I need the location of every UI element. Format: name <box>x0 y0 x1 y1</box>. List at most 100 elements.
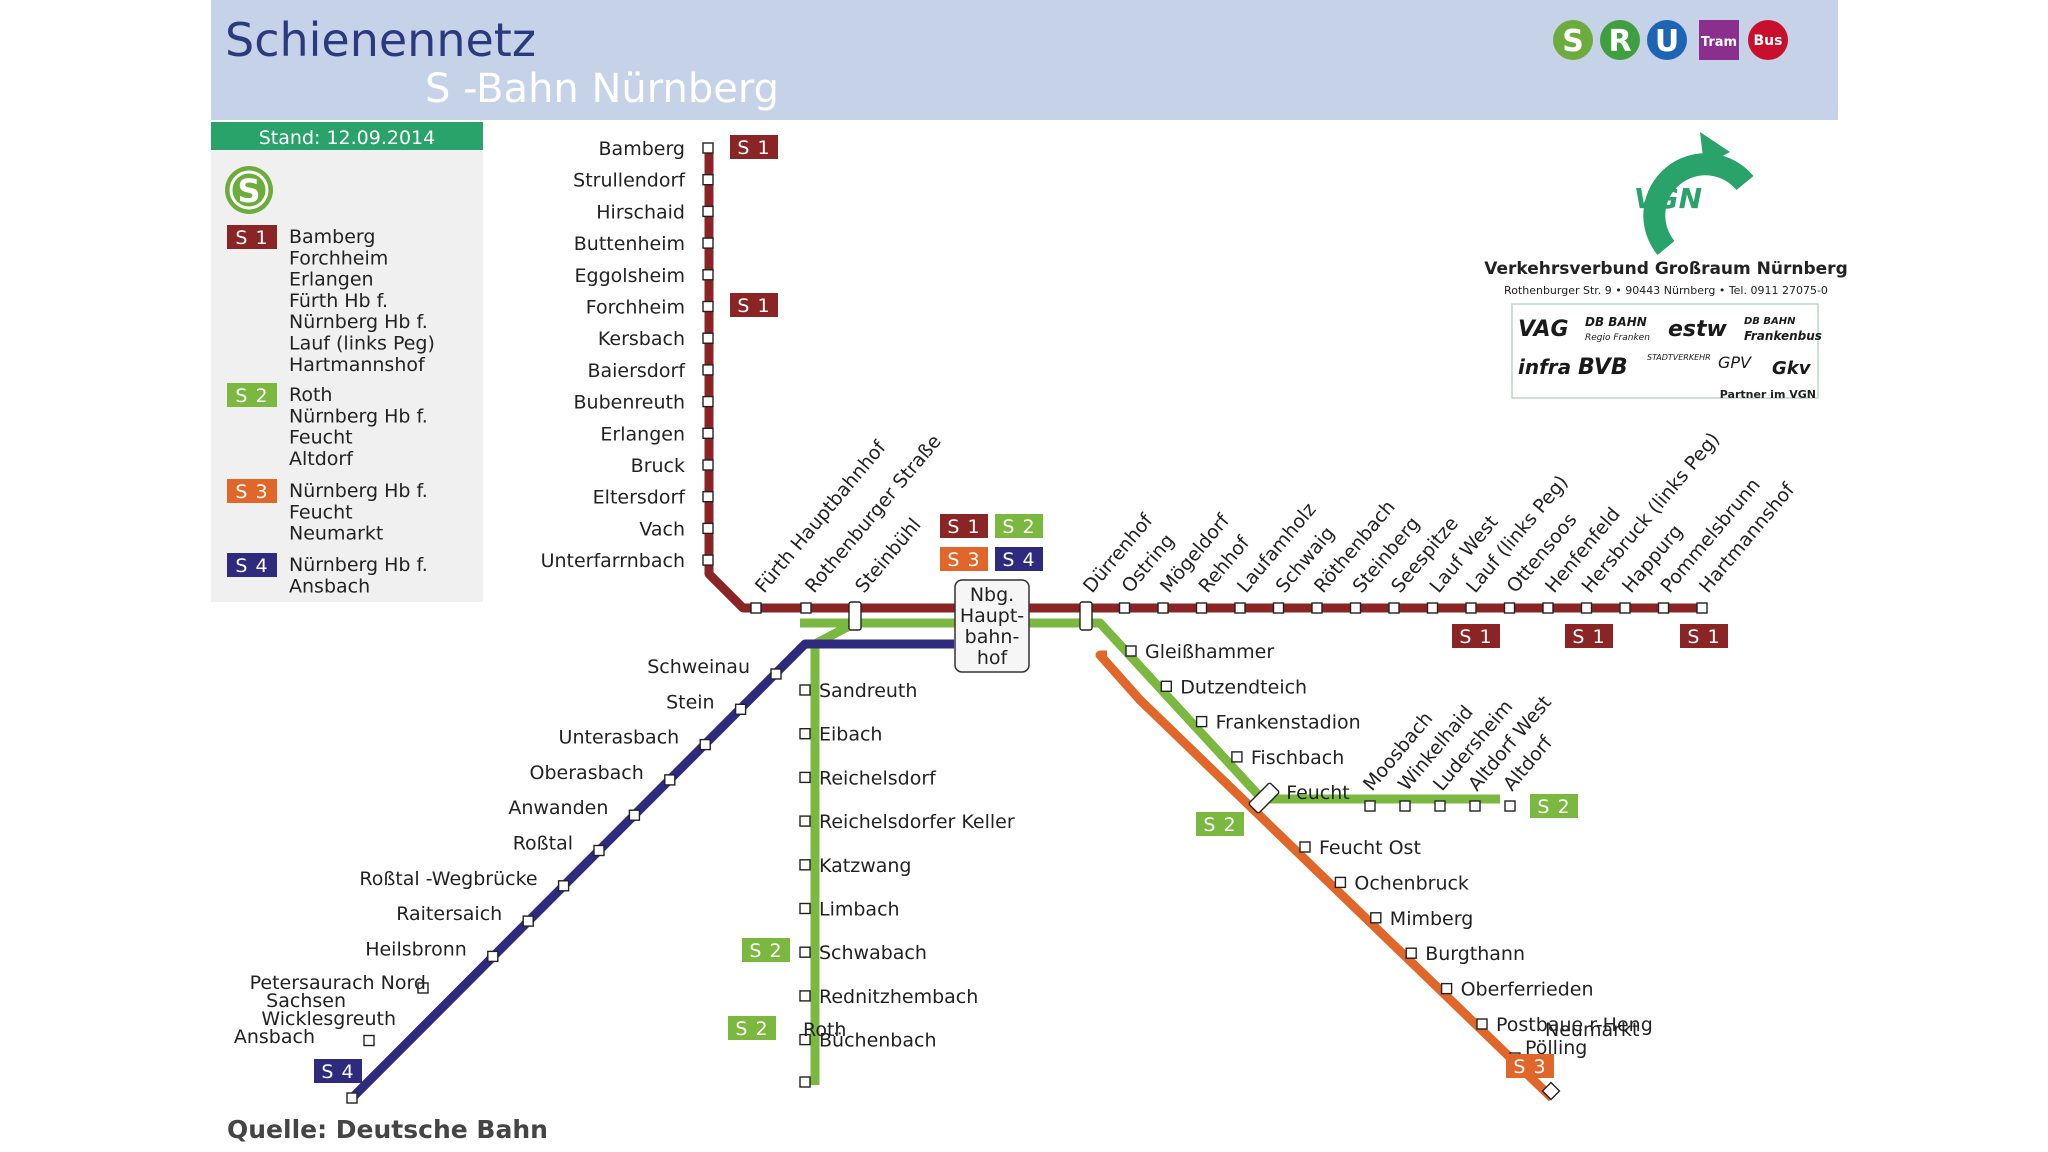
station-stop <box>628 809 641 821</box>
station-label: Forchheim <box>586 297 685 319</box>
station-stop <box>702 427 714 439</box>
legend-stop-text: Hartmannshof <box>289 354 426 376</box>
legend-stop-text: Feucht <box>289 501 353 523</box>
badge-s2-altdorf-label: S 2 <box>1537 796 1570 818</box>
stop-s3-end <box>1541 1081 1561 1101</box>
stop-s2-end <box>799 1076 811 1088</box>
station-label: Katzwang <box>819 855 911 877</box>
station-stop <box>750 602 762 614</box>
station-stop <box>557 880 570 892</box>
badge-s2-feucht-label: S 2 <box>1203 814 1236 836</box>
vgn-logo: VGN <box>1634 132 1754 255</box>
partner-logo-0: VAG <box>1518 317 1569 342</box>
station-label: Heilsbronn <box>365 938 467 960</box>
legend-stop-text: Nürnberg Hb f. <box>289 405 428 427</box>
badge-s1-hartmannshof-label: S 1 <box>1687 626 1720 648</box>
stop-duerrenhof <box>1079 601 1093 631</box>
station-label: Vach <box>639 518 685 540</box>
station-label: Erlangen <box>600 423 685 445</box>
badge-s4-ansbach-label: S 4 <box>321 1061 354 1083</box>
station-label: Stein <box>666 691 715 713</box>
station-label: Eibach <box>819 724 882 746</box>
station-stop <box>1465 602 1477 614</box>
station-stop <box>1405 947 1417 959</box>
mode-r-icon <box>1600 20 1640 60</box>
station-stop <box>702 554 714 566</box>
station-stop <box>1542 602 1554 614</box>
station-stop <box>1619 602 1631 614</box>
station-stop <box>1157 602 1169 614</box>
badge-s4-ansbach <box>314 1059 362 1083</box>
station-label: Roth <box>803 1019 846 1041</box>
mode-tram-icon <box>1699 20 1739 60</box>
station-stop <box>799 902 811 915</box>
station-label: Schweinau <box>647 656 750 678</box>
date-bar <box>211 122 483 150</box>
station-stop <box>1434 800 1446 812</box>
badge-s2-altdorf <box>1530 794 1578 818</box>
station-label: Feucht <box>1286 782 1350 804</box>
line-s1 <box>704 152 1705 613</box>
station-label: Strullendorf <box>573 170 686 192</box>
station-label: Oberferrieden <box>1461 979 1594 1001</box>
station-stop <box>702 142 714 154</box>
station-label: Schwabach <box>819 942 927 964</box>
badge-s1-hartmannshof <box>1680 624 1728 648</box>
legend-stop-text: Nürnberg Hb f. <box>289 480 428 502</box>
badge-s4-hub <box>995 547 1043 571</box>
station-stop <box>1440 982 1453 995</box>
legend-badge <box>227 553 277 577</box>
hub-nuernberg-hbf: Nbg. Haupt- bahn- hof <box>954 579 1030 673</box>
legend-stop-text: Altdorf <box>289 448 354 470</box>
legend-stop-text: Neumarkt <box>289 523 383 545</box>
badge-s2-feucht <box>1196 812 1244 836</box>
station-label: Petersaurach Nord <box>250 972 426 994</box>
station-stop <box>1195 602 1208 614</box>
legend-badge-label: S 3 <box>235 481 268 503</box>
station-label: Büchenbach <box>819 1030 937 1052</box>
station-label: Rednitzhembach <box>819 986 978 1008</box>
line-s4 <box>348 639 954 1102</box>
badge-s3-neumarkt-label: S 3 <box>1513 1056 1546 1078</box>
station-label: Mimberg <box>1390 908 1473 930</box>
partner-logo-6: infra <box>1518 355 1571 379</box>
vgn-name: Verkehrsverbund Großraum Nürnberg <box>1484 259 1847 279</box>
station-stop <box>1657 602 1670 614</box>
legend-stop-text: Nürnberg Hb f. <box>289 554 428 576</box>
station-label: Neumarkt <box>1545 1019 1639 1041</box>
station-label: Roßtal <box>513 833 573 855</box>
legend-stop-text: Bamberg <box>289 226 375 248</box>
station-stop <box>799 771 811 784</box>
station-label: Ochenbruck <box>1354 872 1469 894</box>
badge-s2-hub-label: S 2 <box>1002 516 1035 538</box>
station-stop <box>702 491 714 503</box>
station-stop <box>1504 800 1516 812</box>
station-stop <box>1118 602 1131 614</box>
station-stop <box>417 982 429 994</box>
station-stop <box>522 915 534 927</box>
legend-badge-label: S 1 <box>235 227 268 249</box>
station-labels: BambergStrullendorfHirschaidButtenheimEg… <box>234 138 1800 1059</box>
station-stop <box>702 332 714 344</box>
legend-s-icon: S <box>225 166 273 214</box>
legend-badge-label: S 4 <box>235 555 268 577</box>
legend-stop-text: Fürth Hb f. <box>289 290 388 312</box>
station-stop <box>702 300 714 313</box>
station-stop <box>1195 715 1208 728</box>
badge-s1-lauf <box>1452 624 1500 648</box>
badge-s2-roth <box>728 1016 776 1040</box>
station-label: Ansbach <box>234 1026 315 1048</box>
station-label: Postbaue r-Heng <box>1496 1014 1653 1036</box>
station-stop <box>799 815 811 827</box>
station-stop <box>702 205 714 218</box>
legend-badge <box>227 479 277 503</box>
legend-badge-label: S 2 <box>235 385 268 407</box>
station-stop <box>487 950 499 963</box>
station-stop <box>799 990 811 1002</box>
partner-logo-4: DB BAHN <box>1744 316 1796 327</box>
station-label: Anwanden <box>508 797 608 819</box>
mode-u-label: U <box>1655 24 1679 59</box>
station-stop <box>702 269 714 281</box>
